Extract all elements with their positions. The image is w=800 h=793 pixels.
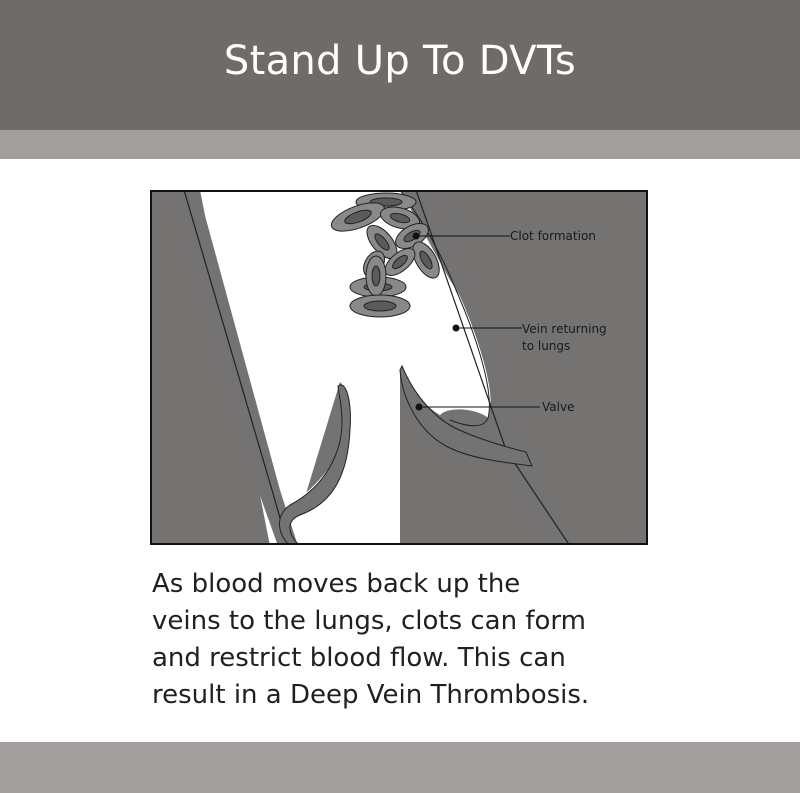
right-valve-leaflet bbox=[399, 364, 533, 467]
lumen-outline bbox=[400, 191, 490, 427]
left-valve-leaflet bbox=[279, 384, 351, 544]
dvt-diagram: Clot formation Vein returning to lungs V… bbox=[150, 190, 648, 545]
header-accent-bar bbox=[0, 130, 800, 159]
clot-label: Clot formation bbox=[510, 229, 596, 243]
caption-line: and restrict blood flow. This can bbox=[152, 643, 566, 673]
vein-label-line2: to lungs bbox=[522, 339, 570, 353]
page-title: Stand Up To DVTs bbox=[223, 38, 577, 84]
valve-label: Valve bbox=[542, 400, 574, 414]
vein-lumen bbox=[200, 191, 491, 544]
caption-line: veins to the lungs, clots can form bbox=[152, 606, 586, 636]
footer-bar bbox=[0, 742, 800, 793]
diagram-frame bbox=[150, 190, 648, 545]
header-banner: Stand Up To DVTs bbox=[0, 0, 800, 130]
caption-line: result in a Deep Vein Thrombosis. bbox=[152, 680, 590, 710]
caption-line: As blood moves back up the bbox=[152, 569, 521, 599]
caption-text: As blood moves back up the veins to the … bbox=[152, 566, 672, 714]
clot-cells bbox=[330, 192, 440, 318]
vein-label-line1: Vein returning bbox=[522, 322, 607, 336]
left-vessel-band bbox=[172, 191, 298, 544]
